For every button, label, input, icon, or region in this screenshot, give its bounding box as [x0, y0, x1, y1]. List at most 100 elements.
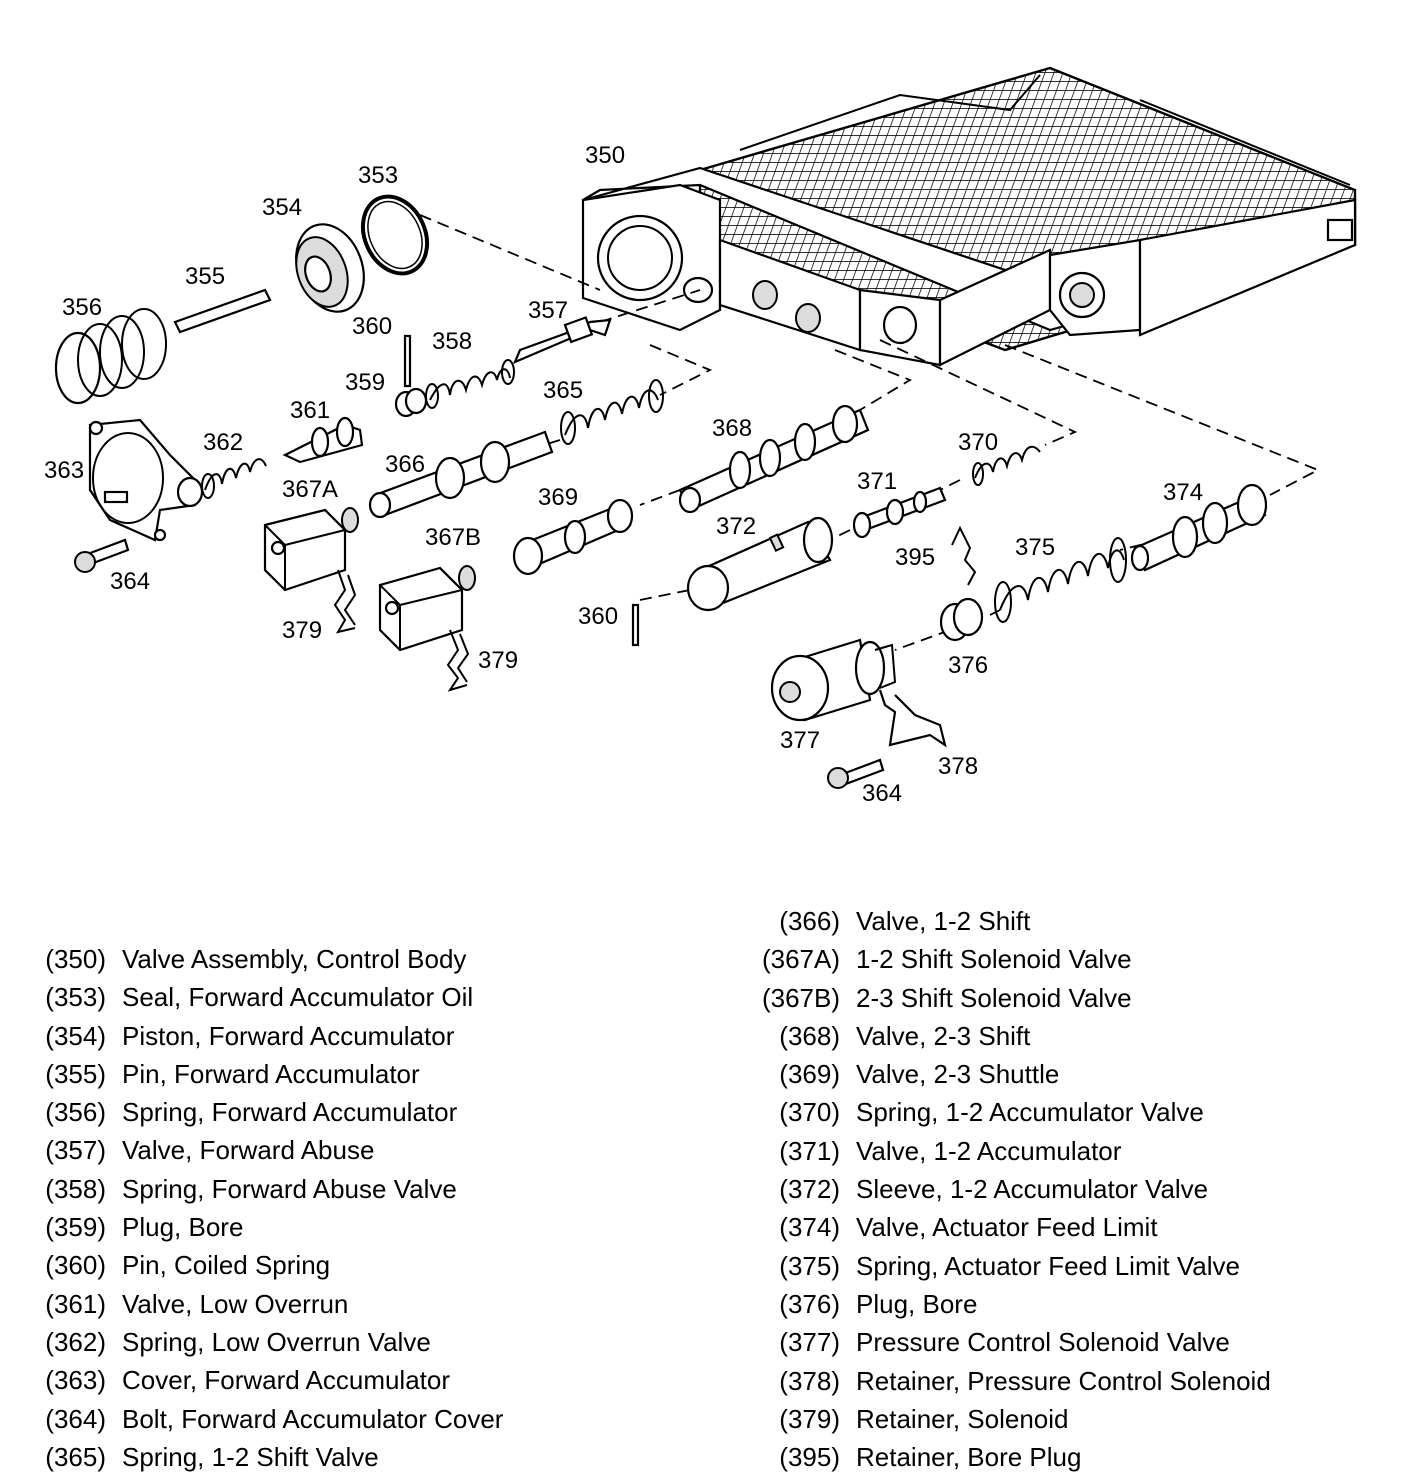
legend-code: (364)	[45, 1403, 106, 1434]
callout-395: 395	[895, 544, 935, 571]
legend-row: (366)Valve, 1-2 Shift	[756, 902, 1271, 940]
legend-row: (364) Bolt, Forward Accumulator Cover	[40, 1400, 503, 1438]
valve-369	[512, 498, 634, 576]
legend-code: (372)	[779, 1174, 840, 1205]
legend-row: (359) Plug, Bore	[40, 1208, 503, 1246]
callout-354: 354	[262, 194, 302, 221]
callout-375: 375	[1015, 534, 1055, 561]
legend-row: (357) Valve, Forward Abuse	[40, 1131, 503, 1169]
legend-row: (370) Spring, 1-2 Accumulator Valve	[756, 1093, 1271, 1131]
legend-code: (358)	[45, 1173, 106, 1204]
legend-code: (376)	[779, 1288, 840, 1319]
legend-description: Piston, Forward Accumulator	[122, 1020, 455, 1051]
callout-368: 368	[712, 415, 752, 442]
legend-code: (368)	[779, 1020, 840, 1051]
valve-366	[368, 430, 554, 519]
legend-code: (359)	[45, 1212, 106, 1243]
legend-row: (362)Spring, Low Overrun Valve	[40, 1323, 503, 1361]
cover-363	[88, 418, 204, 542]
parts-legend-right: (366)Valve, 1-2 Shift(367A)1-2 Shift Sol…	[756, 902, 1271, 1476]
legend-description: Valve, Low Overrun	[122, 1288, 349, 1319]
legend-code: (363)	[45, 1365, 106, 1396]
legend-description: Valve, 1-2 Accumulator	[856, 1135, 1122, 1166]
callout-357: 357	[528, 297, 568, 324]
legend-row: (354) Piston, Forward Accumulator	[40, 1017, 503, 1055]
legend-code: (356)	[45, 1097, 106, 1128]
legend-description: Valve, 1-2 Shift	[856, 906, 1031, 936]
legend-description: 1-2 Shift Solenoid Valve	[856, 944, 1132, 975]
legend-code: (353)	[45, 982, 106, 1013]
legend-row: (395)Retainer, Bore Plug	[756, 1438, 1271, 1476]
valve-368	[678, 404, 870, 514]
legend-row: (358) Spring, Forward Abuse Valve	[40, 1170, 503, 1208]
callout-350: 350	[585, 142, 625, 169]
legend-description: Retainer, Bore Plug	[856, 1442, 1082, 1473]
callout-371: 371	[857, 468, 897, 495]
legend-row: (378) Retainer, Pressure Control Solenoid	[756, 1362, 1271, 1400]
legend-code: (369)	[779, 1059, 840, 1090]
legend-row: (371)Valve, 1-2 Accumulator	[756, 1132, 1271, 1170]
legend-row: (375) Spring, Actuator Feed Limit Valve	[756, 1247, 1271, 1285]
legend-row: (365)Spring, 1-2 Shift Valve	[40, 1438, 503, 1476]
legend-row: (377)Pressure Control Solenoid Valve	[756, 1323, 1271, 1361]
callout-360b: 360	[578, 603, 618, 630]
legend-code: (357)	[45, 1135, 106, 1166]
legend-row: (374)Valve, Actuator Feed Limit	[756, 1208, 1271, 1246]
legend-row: (379)Retainer, Solenoid	[756, 1400, 1271, 1438]
valve-374	[1130, 483, 1268, 572]
callout-367a: 367A	[282, 476, 338, 503]
legend-description: Seal, Forward Accumulator Oil	[122, 982, 474, 1013]
legend-row: (353) Seal, Forward Accumulator Oil	[40, 978, 503, 1016]
legend-description: Retainer, Pressure Control Solenoid	[856, 1365, 1271, 1396]
legend-description: Spring, Forward Accumulator	[122, 1097, 458, 1128]
legend-description: Spring, Forward Abuse Valve	[122, 1173, 457, 1204]
callout-360a: 360	[352, 313, 392, 340]
callout-376: 376	[948, 652, 988, 679]
legend-description: Valve, Actuator Feed Limit	[856, 1212, 1158, 1243]
legend-code: (375)	[779, 1250, 840, 1281]
legend-description: Plug, Bore	[122, 1212, 244, 1243]
legend-description: Spring, Low Overrun Valve	[122, 1326, 431, 1357]
legend-description: Valve, 2-3 Shift	[856, 1020, 1031, 1051]
legend-code: (355)	[45, 1058, 106, 1089]
legend-row: (368) Valve, 2-3 Shift	[756, 1017, 1271, 1055]
legend-code: (377)	[779, 1327, 840, 1358]
callout-363: 363	[44, 457, 84, 484]
callout-353: 353	[358, 162, 398, 189]
callout-356: 356	[62, 294, 102, 321]
legend-code: (370)	[779, 1097, 840, 1128]
callout-379b: 379	[478, 647, 518, 674]
exploded-parts-diagram: 350 353 354 355 356 357 360 358 359 365 …	[44, 66, 1357, 807]
solenoid-377	[770, 638, 897, 722]
legend-code: (378)	[779, 1365, 840, 1396]
parts-legend-left: (350)Valve Assembly, Control Body (353) Se…	[40, 940, 503, 1476]
legend-description: Valve, 2-3 Shuttle	[856, 1059, 1060, 1090]
callout-labels: 350 353 354 355 356 357 360 358 359 365 …	[44, 142, 1203, 807]
solenoid-367b	[378, 565, 476, 652]
legend-row: (356) Spring, Forward Accumulator	[40, 1093, 503, 1131]
bolt-364a	[74, 538, 130, 573]
legend-row: (376)Plug, Bore	[756, 1285, 1271, 1323]
legend-code: (361)	[45, 1288, 106, 1319]
spring-356	[54, 308, 167, 405]
callout-365: 365	[543, 377, 583, 404]
callout-358: 358	[432, 328, 472, 355]
callout-374: 374	[1163, 479, 1203, 506]
legend-row: (367B)2-3 Shift Solenoid Valve	[756, 979, 1271, 1017]
sleeve-372	[686, 516, 834, 612]
callout-361: 361	[290, 397, 330, 424]
legend-row: (350)Valve Assembly, Control Body	[40, 940, 503, 978]
legend-description: Sleeve, 1-2 Accumulator Valve	[856, 1174, 1209, 1205]
legend-code: (365)	[45, 1441, 106, 1472]
piston-354	[295, 223, 365, 313]
legend-description: Spring, Actuator Feed Limit Valve	[856, 1250, 1240, 1281]
legend-description: Bolt, Forward Accumulator Cover	[122, 1403, 504, 1434]
legend-description: Cover, Forward Accumulator	[122, 1365, 451, 1396]
legend-description: 2-3 Shift Solenoid Valve	[856, 982, 1132, 1013]
legend-code: (360)	[45, 1250, 106, 1281]
legend-code: (354)	[45, 1020, 106, 1051]
legend-description: Spring, 1-2 Accumulator Valve	[856, 1097, 1204, 1128]
callout-364a: 364	[110, 568, 150, 595]
legend-description: Valve, Forward Abuse	[122, 1135, 375, 1166]
callout-377: 377	[780, 727, 820, 754]
